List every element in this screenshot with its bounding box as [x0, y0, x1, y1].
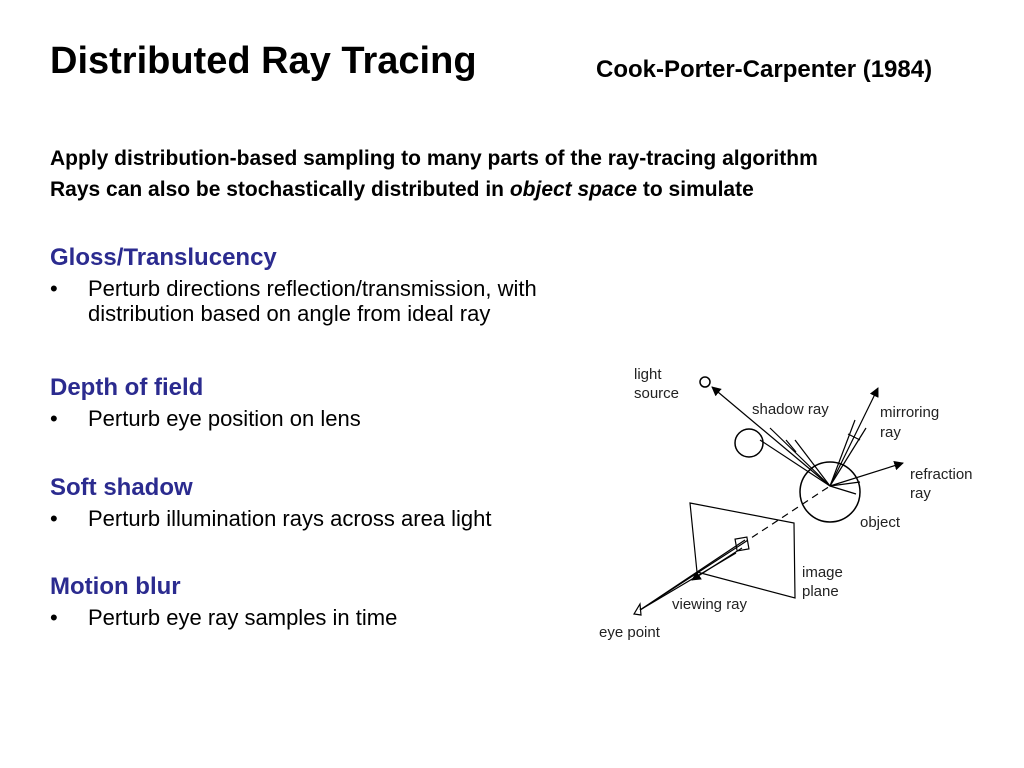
bullet-item: • Perturb eye ray samples in time — [50, 605, 397, 630]
label-shadow-ray: shadow ray — [752, 401, 829, 418]
bullet-item: • Perturb eye position on lens — [50, 406, 361, 431]
section-motion-blur: Motion blur • Perturb eye ray samples in… — [50, 572, 397, 630]
label-object: object — [860, 514, 901, 531]
label-image-plane-line1: image — [802, 564, 843, 581]
shadow-ray-bundle — [711, 386, 831, 487]
mirroring-ray-bundle — [829, 387, 879, 487]
section-heading: Soft shadow — [50, 474, 193, 501]
label-eye-point: eye point — [599, 624, 661, 641]
bullet-text: Perturb eye ray samples in time — [88, 605, 398, 630]
light-source-icon — [699, 376, 711, 388]
label-light-source-line2: source — [634, 385, 679, 402]
label-mirroring-ray-line1: mirroring — [880, 404, 939, 421]
bullet-dot: • — [50, 406, 58, 431]
bullet-dot: • — [50, 605, 58, 630]
viewing-ray-bundle — [639, 485, 831, 611]
bullet-text: Perturb eye position on lens — [88, 406, 361, 431]
refraction-ray-bundle — [829, 461, 904, 495]
section-heading: Motion blur — [50, 573, 181, 600]
image-plane-icon — [689, 502, 796, 599]
occluder-sphere-icon — [734, 428, 764, 458]
bullet-item: • Perturb directions reflection/transmis… — [50, 276, 537, 326]
eye-point-icon — [633, 602, 642, 616]
bullet-dot: • — [50, 506, 58, 531]
intro-text: Apply distribution-based sampling to man… — [50, 143, 818, 205]
bullet-text: Perturb directions reflection/transmissi… — [88, 276, 537, 301]
intro-line-2-emphasis: object space — [509, 178, 638, 201]
section-gloss-translucency: Gloss/Translucency • Perturb directions … — [50, 243, 537, 326]
section-heading: Gloss/Translucency — [50, 244, 277, 271]
slide-title: Distributed Ray Tracing — [50, 40, 477, 82]
label-light-source-line1: light — [634, 366, 662, 383]
ray-tracing-diagram: light source shadow ray mirroring ray re… — [599, 366, 973, 641]
bullet-dot: • — [50, 276, 58, 301]
label-refraction-ray-line2: ray — [910, 485, 931, 502]
intro-line-2-start: Rays can also be stochastically distribu… — [50, 178, 510, 201]
label-image-plane-line2: plane — [802, 583, 839, 600]
section-heading: Depth of field — [50, 374, 204, 401]
bullet-text: Perturb illumination rays across area li… — [88, 506, 492, 531]
label-viewing-ray: viewing ray — [672, 596, 748, 613]
label-mirroring-ray-line2: ray — [880, 424, 901, 441]
label-refraction-ray-line1: refraction — [910, 466, 973, 483]
intro-line-1: Apply distribution-based sampling to man… — [50, 147, 818, 170]
intro-line-2: Rays can also be stochastically distribu… — [50, 174, 818, 205]
section-depth-of-field: Depth of field • Perturb eye position on… — [50, 373, 361, 431]
intro-line-2-end: to simulate — [637, 178, 754, 201]
bullet-text-continued: distribution based on angle from ideal r… — [88, 301, 491, 326]
slide-subtitle: Cook-Porter-Carpenter (1984) — [596, 56, 933, 83]
bullet-item: • Perturb illumination rays across area … — [50, 506, 492, 531]
section-soft-shadow: Soft shadow • Perturb illumination rays … — [50, 473, 492, 531]
object-sphere-icon — [799, 461, 861, 523]
